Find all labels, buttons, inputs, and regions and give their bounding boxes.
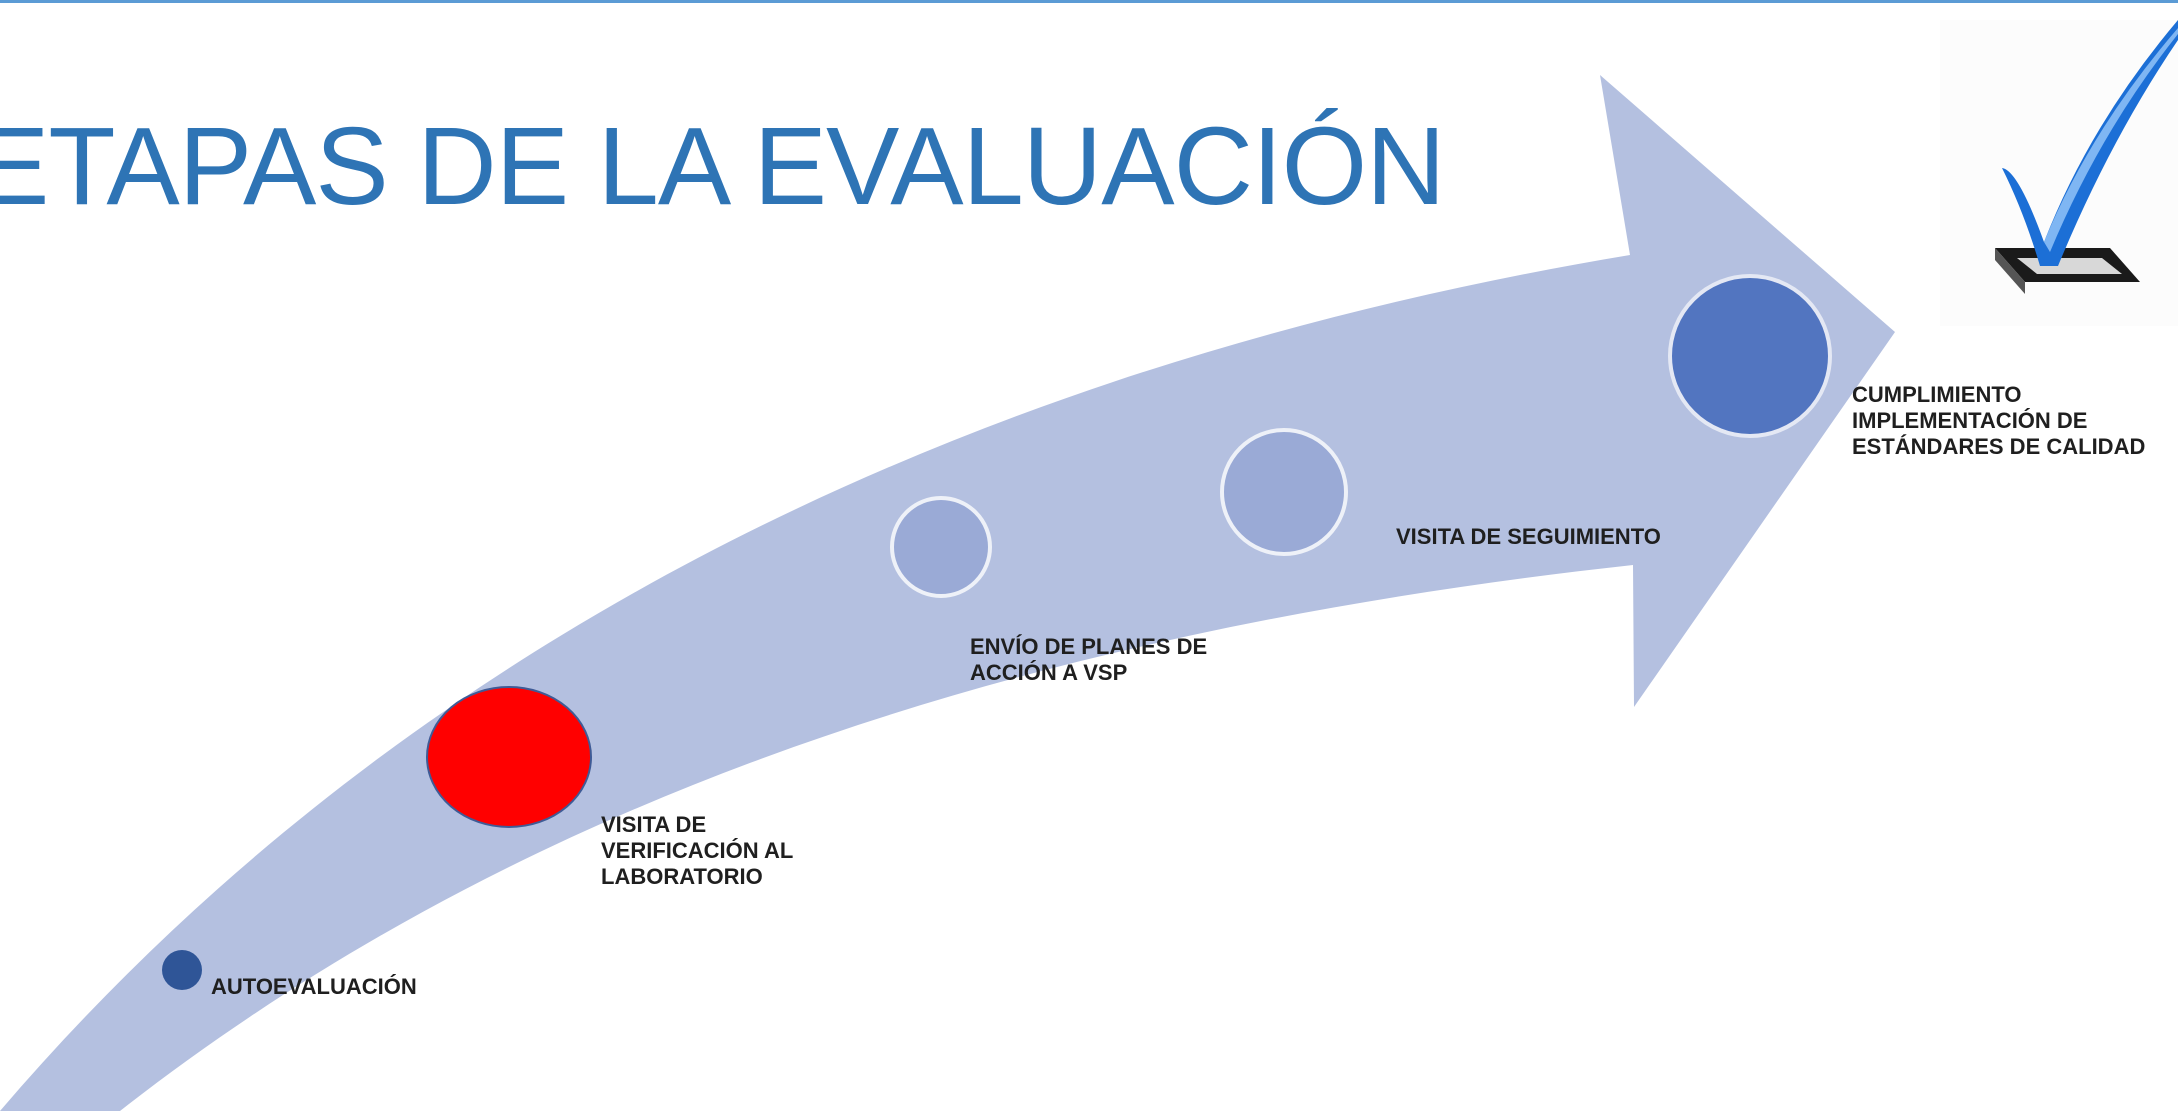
stage-label-autoevaluacion: AUTOEVALUACIÓN xyxy=(211,974,417,999)
stage-label-envio-planes: ENVÍO DE PLANES DE ACCIÓN A VSP xyxy=(970,634,1208,685)
stage-marker-envio-planes xyxy=(890,496,992,598)
stage-marker-visita-verificacion xyxy=(426,686,592,828)
stage-marker-autoevaluacion xyxy=(162,950,202,990)
top-border xyxy=(0,0,2178,3)
stage-label-visita-seguimiento: VISITA DE SEGUIMIENTO xyxy=(1396,524,1661,549)
stage-label-cumplimiento: CUMPLIMIENTO IMPLEMENTACIÓN DE ESTÁNDARE… xyxy=(1852,382,2146,459)
checkmark-box-icon xyxy=(1940,20,2178,326)
stage-marker-cumplimiento xyxy=(1668,274,1832,438)
page-title: ETAPAS DE LA EVALUACIÓN xyxy=(0,105,1446,228)
stage-marker-visita-seguimiento xyxy=(1220,428,1348,556)
stage-label-visita-verificacion: VISITA DE VERIFICACIÓN AL LABORATORIO xyxy=(601,812,794,889)
